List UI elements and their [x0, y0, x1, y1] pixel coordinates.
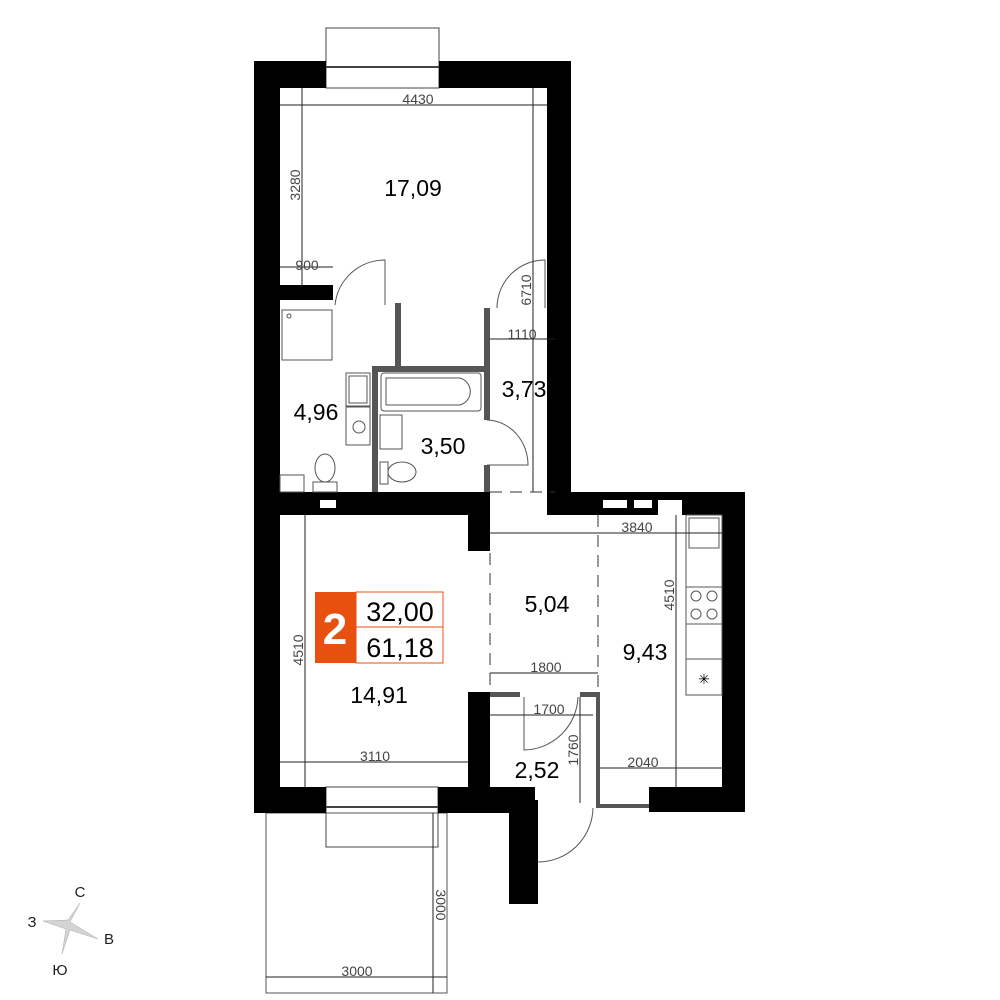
dim-entrance-width: 1700: [533, 701, 564, 717]
dim-corridor-height: 6710: [518, 274, 534, 305]
room-area-bathroom: 4,96: [294, 399, 339, 425]
vents: [320, 500, 682, 515]
dim-closet-width: 900: [295, 257, 319, 273]
dim-hall-width: 1800: [530, 659, 561, 675]
dim-kitchen-lower-width: 2040: [627, 754, 658, 770]
window-top: [325, 27, 440, 89]
dim-balcony-width: 3000: [341, 963, 372, 979]
apartment-badge: 2 32,00 61,18: [315, 591, 444, 664]
doors: [334, 259, 594, 863]
badge-total-area: 61,18: [366, 633, 434, 663]
room-area-entrance: 2,52: [515, 757, 560, 783]
dim-bedroom-width: 3110: [360, 748, 390, 764]
compass: С В Ю З: [27, 884, 114, 979]
partitions: [372, 303, 649, 808]
room-area-hall: 5,04: [525, 591, 570, 617]
room-area-toilet: 3,50: [421, 433, 466, 459]
badge-room-count: 2: [323, 605, 347, 654]
room-area-kitchen: 9,43: [623, 639, 668, 665]
dim-bedroom-height: 4510: [290, 634, 306, 665]
dim-kitchen-height: 4510: [661, 579, 677, 610]
hood-icon: ✳: [698, 671, 710, 687]
compass-star-icon: [42, 902, 99, 955]
badge-living-area: 32,00: [366, 597, 434, 627]
dim-corridor-width: 1110: [507, 326, 536, 342]
dim-top-width: 4430: [402, 91, 433, 107]
compass-north: С: [75, 884, 86, 901]
dim-top-height: 3280: [287, 169, 303, 200]
compass-east: В: [104, 931, 114, 948]
window-bottom: [325, 786, 439, 848]
compass-west: З: [27, 914, 36, 931]
room-area-living: 17,09: [384, 175, 442, 201]
balcony-outline: [265, 812, 448, 994]
zone-dividers: [489, 491, 599, 690]
dim-balcony-height: 3000: [433, 889, 449, 920]
compass-south: Ю: [52, 962, 67, 979]
room-area-corridor: 3,73: [502, 376, 547, 402]
walls: [254, 61, 745, 904]
dim-entrance-height: 1760: [565, 734, 581, 765]
dimension-lines: [266, 88, 722, 993]
dim-kitchen-width: 3840: [621, 519, 652, 535]
room-area-bedroom: 14,91: [350, 682, 408, 708]
